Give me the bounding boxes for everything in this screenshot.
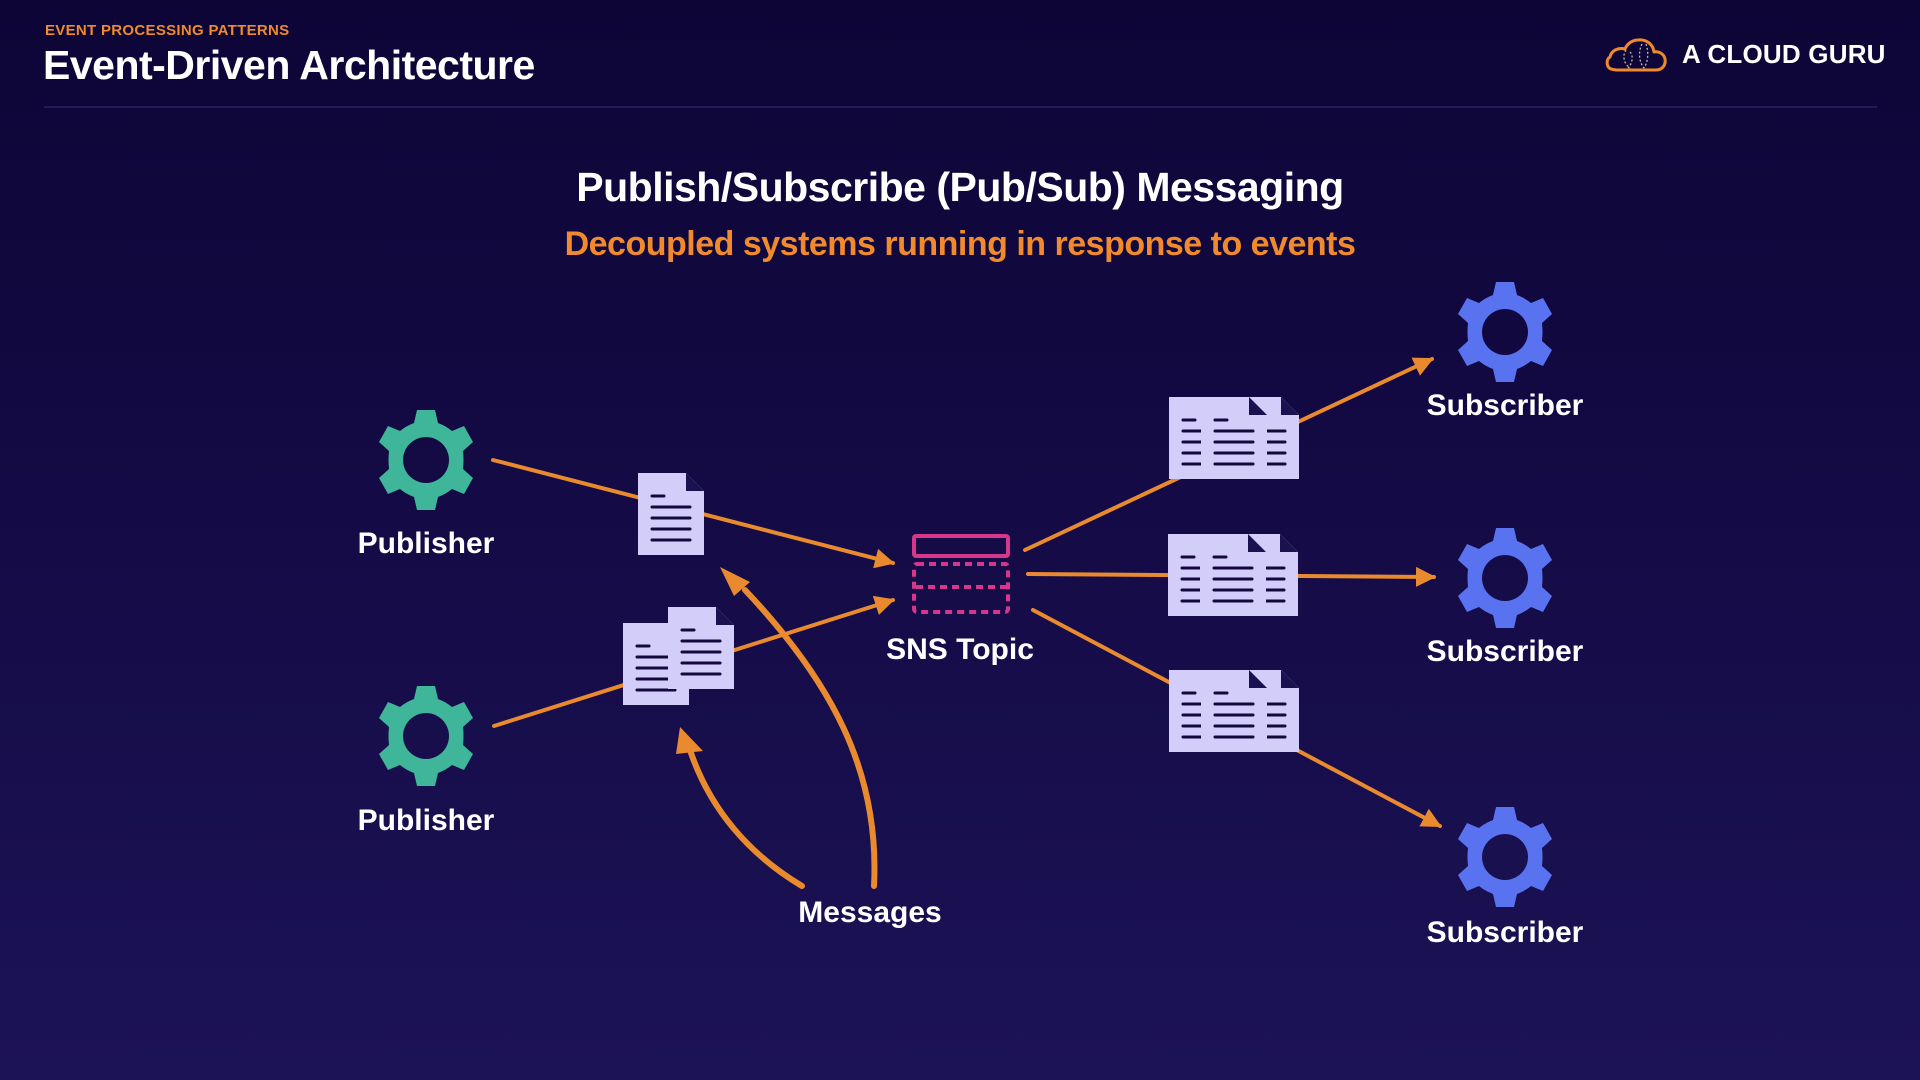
subscriber-label: Subscriber bbox=[1427, 635, 1584, 668]
arrowhead-messages-1 bbox=[720, 567, 750, 596]
section-kicker: EVENT PROCESSING PATTERNS bbox=[45, 22, 290, 39]
curved-arrow-messages-1 bbox=[742, 587, 878, 889]
subscriber-label: Subscriber bbox=[1427, 916, 1584, 949]
subscriber-1: Subscriber bbox=[1427, 282, 1584, 422]
message-stack-icon bbox=[1168, 534, 1298, 616]
page-title: Event-Driven Architecture bbox=[43, 42, 535, 88]
arrowhead-messages-2 bbox=[676, 727, 703, 754]
publisher-2: Publisher bbox=[358, 686, 495, 837]
cloud-icon bbox=[1605, 38, 1667, 72]
logo-text: A CLOUD GURU bbox=[1682, 38, 1886, 69]
message-documents-pair bbox=[621, 605, 736, 707]
subscriber-label: Subscriber bbox=[1427, 389, 1584, 422]
gear-icon bbox=[379, 686, 473, 786]
messages-label: Messages bbox=[798, 896, 941, 929]
message-stack-icon bbox=[1169, 397, 1299, 479]
slide-heading: Publish/Subscribe (Pub/Sub) Messaging bbox=[576, 164, 1344, 210]
message-document-icon bbox=[636, 471, 706, 557]
subscriber-2: Subscriber bbox=[1427, 528, 1584, 668]
subscriber-3: Subscriber bbox=[1427, 807, 1584, 949]
publisher-1: Publisher bbox=[358, 410, 495, 560]
slide-subheading: Decoupled systems running in response to… bbox=[564, 225, 1356, 263]
gear-icon bbox=[1458, 528, 1552, 628]
gear-icon bbox=[1458, 807, 1552, 907]
gear-icon bbox=[379, 410, 473, 510]
gear-icon bbox=[1458, 282, 1552, 382]
curved-arrow-messages-2 bbox=[687, 747, 805, 889]
message-document-icon bbox=[666, 605, 736, 691]
publisher-label: Publisher bbox=[358, 527, 495, 560]
publisher-label: Publisher bbox=[358, 804, 495, 837]
brand-logo: A CLOUD GURU bbox=[1604, 34, 1886, 74]
header-divider bbox=[44, 106, 1877, 108]
message-stack-icon bbox=[1169, 670, 1299, 752]
sns-topic-icon bbox=[912, 534, 1010, 614]
sns-topic: SNS Topic bbox=[886, 534, 1034, 666]
sns-topic-label: SNS Topic bbox=[886, 633, 1034, 666]
